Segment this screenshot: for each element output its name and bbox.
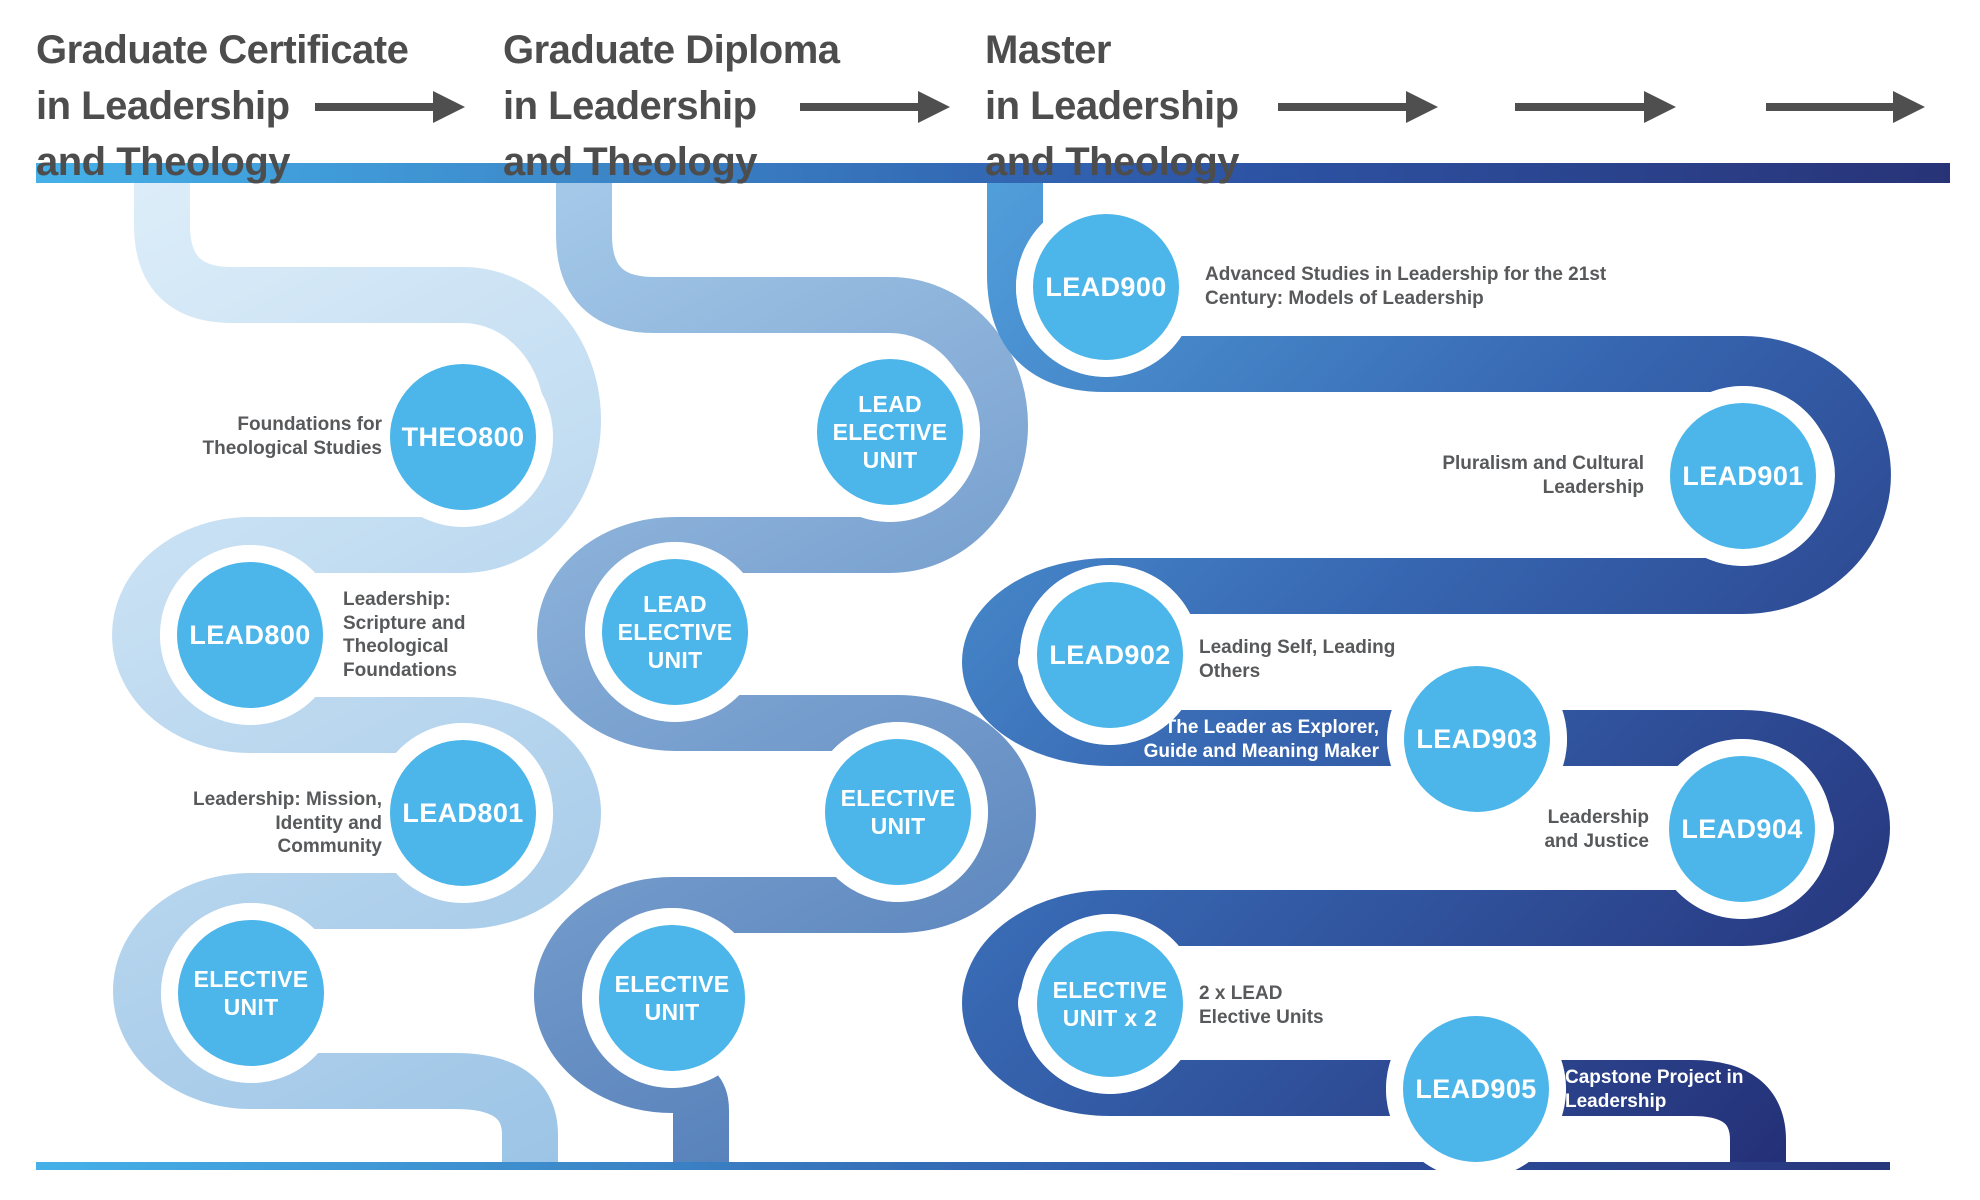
header-arrow-icon: [315, 91, 465, 123]
bottom-gradient-line: [36, 1162, 1890, 1170]
node-code: LEAD902: [1049, 639, 1171, 670]
node-elective-diploma-1: ELECTIVE UNIT: [808, 722, 988, 902]
node-code: ELECTIVE UNIT: [614, 970, 730, 1025]
node-code: LEAD905: [1415, 1073, 1537, 1104]
node-code: LEAD ELECTIVE UNIT: [617, 590, 733, 674]
node-code: LEAD904: [1681, 813, 1803, 844]
node-code: ELECTIVE UNIT x 2: [1052, 976, 1168, 1031]
node-lead901: LEAD901: [1653, 386, 1833, 566]
node-code: ELECTIVE UNIT: [840, 784, 956, 839]
label-lead801: Leadership: Mission, Identity and Commun…: [193, 789, 382, 858]
node-lead-elective-1: LEAD ELECTIVE UNIT: [800, 342, 980, 522]
diploma-path: [534, 163, 1036, 1168]
node-lead801: LEAD801: [373, 723, 553, 903]
node-code: LEAD801: [402, 797, 524, 828]
header-graduate-certificate: Graduate Certificate in Leadership and T…: [36, 28, 409, 184]
label-lead902: Leading Self, Leading Others: [1199, 637, 1396, 682]
header-graduate-diploma: Graduate Diploma in Leadership and Theol…: [503, 28, 840, 184]
label-elective-x2: 2 x LEAD Elective Units: [1199, 983, 1324, 1028]
node-lead-elective-2: LEAD ELECTIVE UNIT: [585, 542, 765, 722]
node-lead800: LEAD800: [160, 545, 340, 725]
label-lead905: Capstone Project in Leadership: [1565, 1067, 1744, 1112]
node-lead905: LEAD905: [1386, 999, 1566, 1179]
node-code: THEO800: [401, 421, 525, 452]
top-gradient-bar: [36, 163, 1950, 183]
label-lead903: The Leader as Explorer, Guide and Meanin…: [1143, 717, 1379, 762]
node-lead900: LEAD900: [1016, 197, 1196, 377]
node-code: LEAD ELECTIVE UNIT: [832, 390, 948, 474]
label-lead900: Advanced Studies in Leadership for the 2…: [1205, 264, 1607, 309]
header-master: Master in Leadership and Theology: [985, 28, 1240, 184]
label-theo800: Foundations for Theological Studies: [202, 414, 382, 459]
node-lead904: LEAD904: [1652, 739, 1832, 919]
node-code: LEAD900: [1045, 271, 1167, 302]
node-theo800: THEO800: [373, 347, 553, 527]
header-arrow-icon: [1766, 91, 1925, 123]
node-code: LEAD800: [189, 619, 311, 650]
node-lead903: LEAD903: [1387, 649, 1567, 829]
label-lead800: Leadership: Scripture and Theological Fo…: [343, 589, 466, 681]
node-code: ELECTIVE UNIT: [193, 965, 309, 1020]
node-elective-x2: ELECTIVE UNIT x 2: [1020, 914, 1200, 1094]
node-code: LEAD901: [1682, 460, 1804, 491]
node-elective-certificate: ELECTIVE UNIT: [161, 903, 341, 1083]
node-lead902: LEAD902: [1020, 565, 1200, 745]
header-arrow-icon: [1515, 91, 1676, 123]
header-arrow-icon: [1278, 91, 1438, 123]
label-lead904: Leadership and Justice: [1544, 807, 1649, 852]
label-lead901: Pluralism and Cultural Leadership: [1442, 453, 1644, 498]
node-elective-diploma-2: ELECTIVE UNIT: [582, 908, 762, 1088]
header-arrow-icon: [800, 91, 950, 123]
node-code: LEAD903: [1416, 723, 1538, 754]
